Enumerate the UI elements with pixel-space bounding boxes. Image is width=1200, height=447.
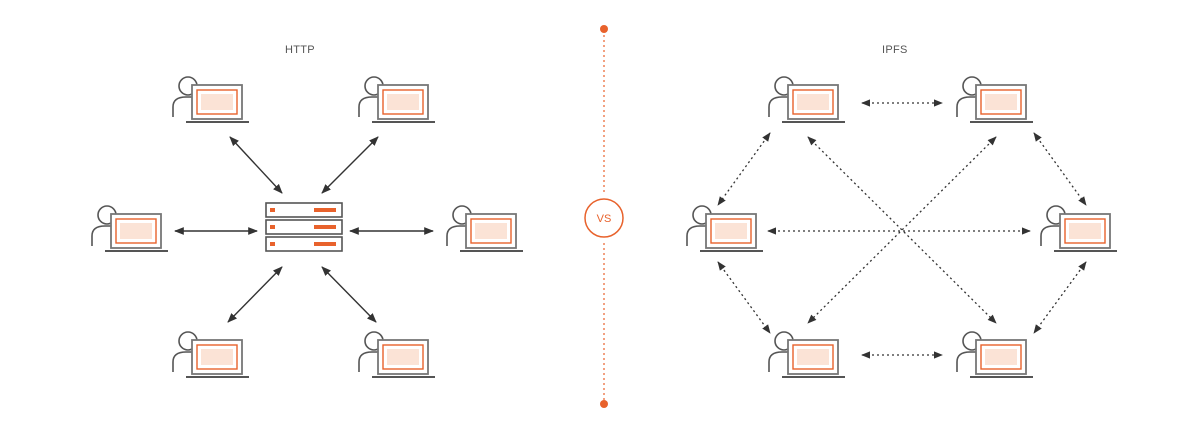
ipfs-link-top-right-to-right (1033, 132, 1087, 206)
ipfs-link-top-left-to-bottom-right (807, 136, 997, 324)
user-with-laptop-icon (686, 205, 764, 252)
http-link-top-left (229, 136, 283, 194)
ipfs-link-right-to-bottom-right (1033, 261, 1087, 334)
vs-divider: VS (584, 25, 624, 408)
ipfs-link-left-to-bottom-left (717, 261, 771, 334)
user-with-laptop-icon (358, 331, 436, 378)
server-rack-icon (265, 202, 343, 252)
ipfs-link-top-left-to-left (717, 132, 771, 206)
user-with-laptop-icon (91, 205, 169, 252)
user-with-laptop-icon (446, 205, 524, 252)
user-with-laptop-icon (956, 76, 1034, 123)
http-connections (174, 136, 434, 323)
http-link-bottom-left (227, 266, 283, 323)
http-link-bottom-right (321, 266, 377, 323)
ipfs-title: IPFS (882, 44, 908, 56)
user-with-laptop-icon (172, 76, 250, 123)
ipfs-network (686, 76, 1118, 378)
user-with-laptop-icon (768, 76, 846, 123)
user-with-laptop-icon (768, 331, 846, 378)
user-with-laptop-icon (358, 76, 436, 123)
http-title: HTTP (285, 44, 315, 56)
divider-top-dot (600, 25, 608, 33)
user-with-laptop-icon (172, 331, 250, 378)
http-link-top-right (321, 136, 379, 194)
vs-label: VS (597, 213, 612, 225)
user-with-laptop-icon (956, 331, 1034, 378)
divider-bottom-dot (600, 400, 608, 408)
user-with-laptop-icon (1040, 205, 1118, 252)
http-network (91, 76, 524, 378)
vs-circle (584, 198, 624, 238)
ipfs-link-top-right-to-bottom-left (807, 136, 997, 324)
ipfs-connections (717, 99, 1087, 359)
